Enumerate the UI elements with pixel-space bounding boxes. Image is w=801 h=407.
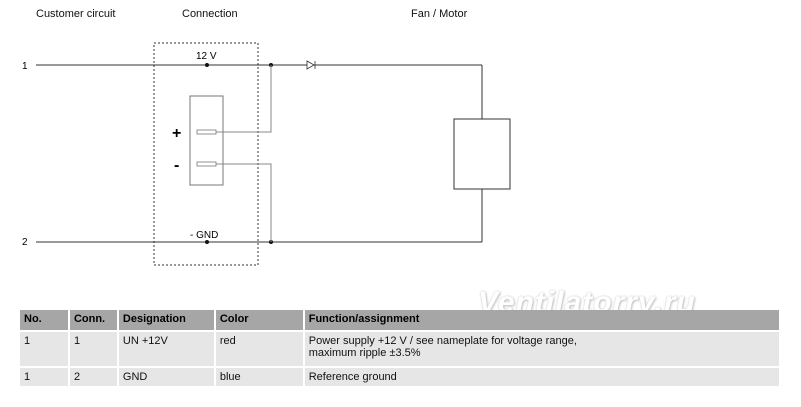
cell-color: red: [214, 331, 305, 368]
cell-conn: 2: [68, 367, 119, 388]
junction-gnd: [205, 240, 209, 244]
cell-function: Reference ground: [303, 367, 782, 388]
pin-assignment-table: No. Conn. Designation Color Function/ass…: [20, 310, 782, 388]
cell-designation: GND: [117, 367, 216, 388]
connection-box: [153, 42, 259, 266]
customer-circuit-heading: Customer circuit: [36, 8, 116, 20]
col-no-header: No.: [20, 310, 70, 332]
table-header-row: No. Conn. Designation Color Function/ass…: [20, 310, 782, 332]
wiring-diagram: 1 2 + - 12 V - GND: [22, 42, 511, 266]
cell-conn: 1: [68, 331, 119, 368]
connector-plug: [189, 95, 224, 186]
col-function-header: Function/assignment: [303, 310, 782, 332]
cell-designation: UN +12V: [117, 331, 216, 368]
minus-sign: -: [174, 157, 179, 174]
cell-no: 1: [20, 331, 70, 368]
line-1-label: 1: [22, 61, 28, 72]
minus-pin: [196, 161, 217, 167]
cell-function: Power supply +12 V / see nameplate for v…: [303, 331, 782, 368]
plus-sign: +: [172, 125, 181, 142]
cell-function-line: Power supply +12 V / see nameplate for v…: [308, 335, 577, 347]
cell-function-line: Reference ground: [308, 371, 397, 383]
cell-function-line: maximum ripple ±3.5%: [308, 347, 421, 359]
table-row: 1 2 GND blue Reference ground: [20, 367, 782, 388]
v12-label: 12 V: [196, 51, 217, 62]
gnd-label: - GND: [190, 230, 218, 241]
col-designation-header: Designation: [117, 310, 216, 332]
plus-lead: [216, 65, 272, 133]
minus-lead: [216, 163, 272, 242]
cell-color: blue: [214, 367, 305, 388]
connection-heading: Connection: [182, 8, 238, 20]
fan-motor-heading: Fan / Motor: [411, 8, 468, 20]
motor-box: [453, 118, 511, 190]
plus-pin: [196, 129, 217, 135]
table-row: 1 1 UN +12V red Power supply +12 V / see…: [20, 331, 782, 368]
col-color-header: Color: [214, 310, 305, 332]
cell-no: 1: [20, 367, 70, 388]
line-2-label: 2: [22, 237, 28, 248]
diode-icon: [306, 60, 316, 70]
junction-12v: [205, 63, 209, 67]
col-conn-header: Conn.: [68, 310, 119, 332]
